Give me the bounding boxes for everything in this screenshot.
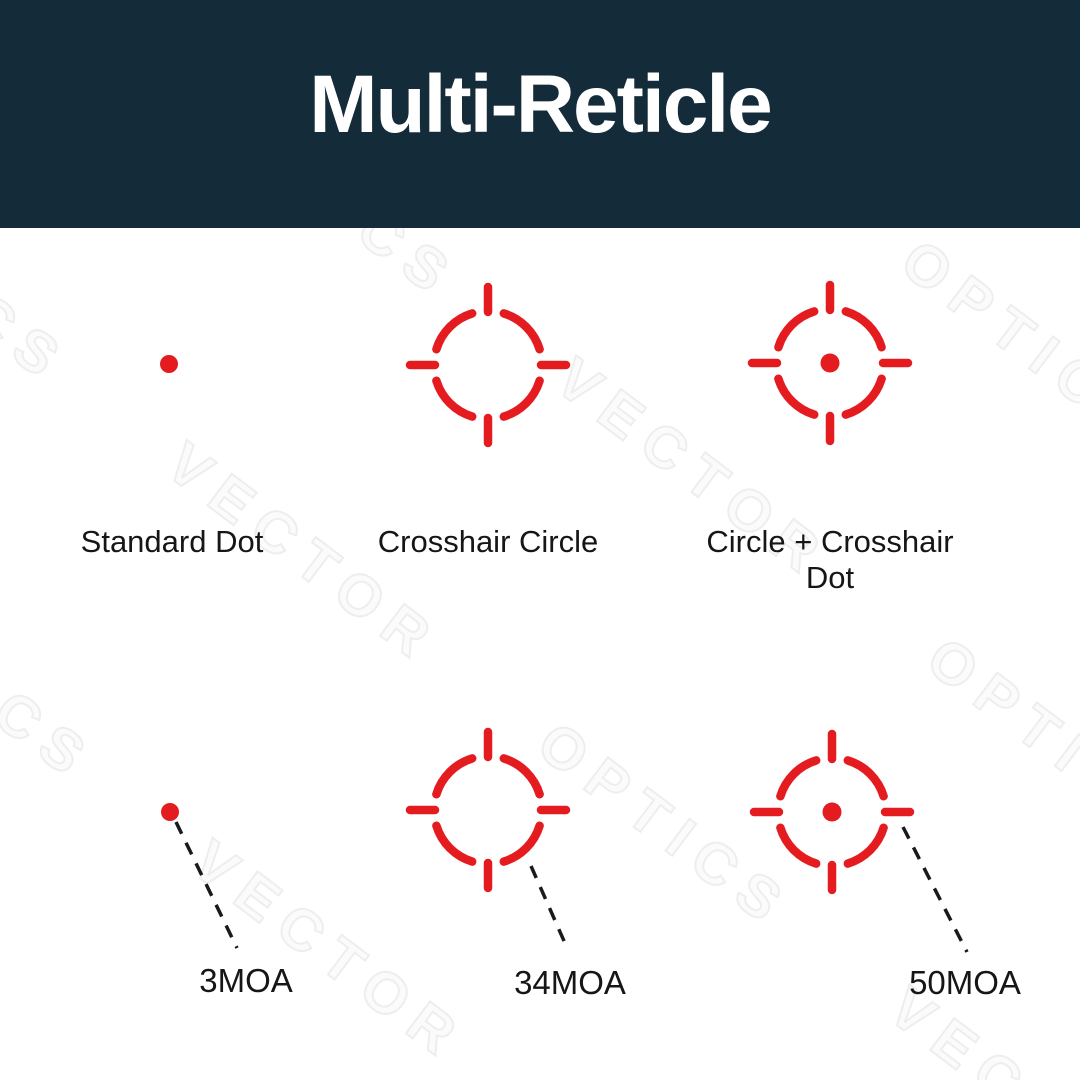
crosshair-circle-arcs bbox=[405, 282, 571, 448]
reticle-dot-3moa bbox=[161, 803, 179, 821]
label-circle-crosshair-dot: Circle + Crosshair Dot bbox=[706, 524, 954, 595]
reticle-standard-dot bbox=[160, 355, 178, 373]
center-dot bbox=[822, 802, 842, 822]
crosshair-circle-arcs bbox=[405, 727, 571, 893]
label-50moa: 50MOA bbox=[909, 964, 1021, 1001]
label-crosshair-circle: Crosshair Circle bbox=[377, 524, 599, 559]
reticle-circle-crosshair-dot bbox=[747, 280, 913, 446]
circle-crosshair-dot-arcs bbox=[749, 729, 915, 895]
circle-crosshair-dot-arcs bbox=[747, 280, 913, 446]
reticle-circle-dot-50moa bbox=[749, 729, 915, 895]
label-34moa: 34MOA bbox=[514, 964, 626, 1001]
page-title: Multi-Reticle bbox=[309, 59, 772, 150]
reticle-crosshair-circle bbox=[405, 282, 571, 448]
header-banner: Multi-Reticle bbox=[0, 0, 1080, 228]
leader-line-3moa bbox=[174, 821, 239, 949]
label-standard-dot: Standard Dot bbox=[80, 524, 264, 559]
reticle-circle-34moa bbox=[405, 727, 571, 893]
label-3moa: 3MOA bbox=[199, 962, 293, 999]
center-dot bbox=[820, 353, 840, 373]
